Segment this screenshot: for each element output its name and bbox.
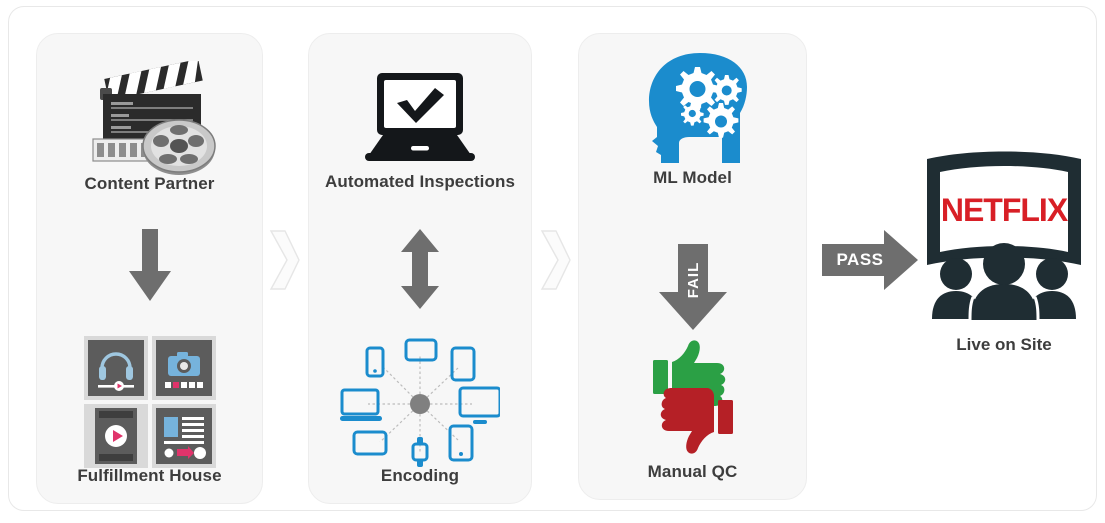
- stage-label-fulfillment-house: Fulfillment House: [77, 466, 222, 485]
- laptop-checkmark-icon: [309, 64, 531, 174]
- output-label-live-on-site: Live on Site: [956, 335, 1052, 354]
- thumbs-up-down-icon: [579, 336, 806, 458]
- stage-label-automated-inspections: Automated Inspections: [324, 172, 516, 191]
- head-gears-brain-icon: [579, 50, 806, 170]
- diagram-frame: Content Partner: [8, 6, 1097, 511]
- stage-panel-automated-inspections[interactable]: Automated Inspections: [308, 33, 532, 504]
- chevron-right-icon: [538, 229, 572, 291]
- stage-label-ml-model: ML Model: [653, 168, 732, 187]
- document-tile: [151, 404, 216, 468]
- photo-tile: [151, 336, 216, 400]
- pass-right-arrow-icon: PASS: [822, 229, 920, 291]
- fail-down-arrow-icon: FAIL: [579, 244, 806, 332]
- film-clapperboard-reel-icon: [37, 60, 262, 180]
- netflix-wordmark: NETFLIX: [941, 192, 1069, 228]
- stage-panel-content-partner[interactable]: Content Partner: [36, 33, 263, 504]
- up-down-arrow-icon: [309, 226, 531, 312]
- video-tile: [83, 404, 148, 468]
- output-live-on-site[interactable]: NETFLIX Live on Site: [909, 147, 1099, 355]
- down-arrow-icon: [37, 226, 262, 306]
- multi-device-network-icon: [309, 334, 531, 474]
- stage-label-content-partner: Content Partner: [84, 174, 215, 193]
- audio-tile: [83, 336, 148, 400]
- netflix-screen-audience-icon: NETFLIX: [909, 147, 1099, 323]
- media-formats-grid-icon: [83, 336, 216, 468]
- stage-panel-ml-model[interactable]: ML Model FAIL: [578, 33, 807, 500]
- stage-label-encoding: Encoding: [380, 466, 460, 485]
- chevron-right-icon: [267, 229, 301, 291]
- stage-label-manual-qc: Manual QC: [647, 462, 738, 481]
